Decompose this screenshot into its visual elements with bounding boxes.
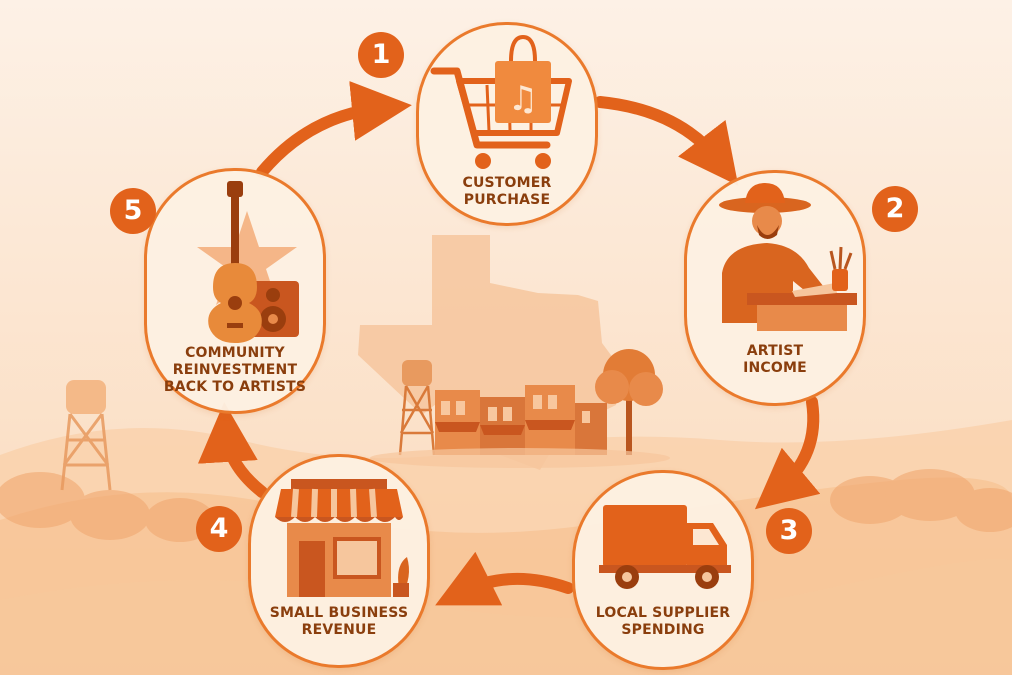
step-4-badge: 4 [196, 506, 242, 552]
step-5-label: COMMUNITY REINVESTMENT BACK TO ARTISTS [147, 345, 323, 396]
guitar-star-speaker-icon [197, 181, 299, 343]
step-4-label-line-1: SMALL BUSINESS [269, 605, 409, 621]
step-1-label-line-1: CUSTOMER [462, 175, 552, 191]
step-1-badge: 1 [358, 32, 404, 78]
step-1-label-line-2: PURCHASE [463, 192, 551, 208]
svg-text:♫: ♫ [508, 79, 538, 119]
step-5-label-line-3: BACK TO ARTISTS [163, 379, 307, 395]
step-2-label: ARTIST INCOME [687, 343, 863, 377]
storefront-icon [275, 479, 409, 597]
step-3-label: LOCAL SUPPLIER SPENDING [575, 605, 751, 639]
step-customer-purchase: ♫ CUSTOMER PURCHASE [416, 22, 598, 226]
step-5-label-line-1: COMMUNITY [185, 345, 285, 361]
shopping-cart-music-bag-icon: ♫ [430, 34, 572, 169]
step-2-label-line-2: INCOME [743, 360, 807, 376]
step-3-label-line-2: SPENDING [621, 622, 705, 638]
cowboy-artist-painting-icon [719, 183, 857, 331]
step-5-badge: 5 [110, 188, 156, 234]
tree-cluster-right [830, 469, 1012, 532]
step-3-label-line-1: LOCAL SUPPLIER [595, 605, 731, 621]
step-small-business-revenue: SMALL BUSINESS REVENUE [248, 454, 430, 668]
step-4-label-line-2: REVENUE [301, 622, 377, 638]
step-4-label: SMALL BUSINESS REVENUE [251, 605, 427, 639]
step-artist-income: ARTIST INCOME [684, 170, 866, 406]
texas-main-street-icon [358, 235, 670, 470]
step-5-label-line-2: REINVESTMENT [172, 362, 298, 378]
step-2-badge: 2 [872, 186, 918, 232]
step-3-badge: 3 [766, 508, 812, 554]
step-2-label-line-1: ARTIST [746, 343, 804, 359]
step-1-label: CUSTOMER PURCHASE [419, 175, 595, 209]
water-tower-left-icon [60, 380, 112, 491]
step-local-supplier-spending: LOCAL SUPPLIER SPENDING [572, 470, 754, 670]
step-community-reinvestment: COMMUNITY REINVESTMENT BACK TO ARTISTS [144, 168, 326, 414]
delivery-truck-icon [599, 505, 731, 589]
